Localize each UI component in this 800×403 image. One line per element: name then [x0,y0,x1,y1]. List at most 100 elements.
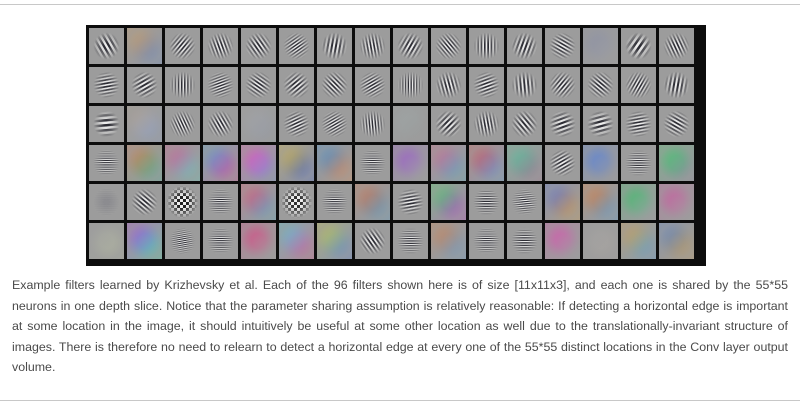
filter-thumbnail [317,106,352,142]
filter-thumbnail [241,67,276,103]
filter-thumbnail-graphic [469,184,504,220]
filter-thumbnail [659,223,694,259]
filter-thumbnail [355,145,390,181]
filter-thumbnail-graphic [393,67,428,103]
filter-thumbnail [393,184,428,220]
filter-thumbnail-graphic [279,67,314,103]
filter-thumbnail-graphic [469,223,504,259]
filter-thumbnail [659,145,694,181]
filter-thumbnail-graphic [431,67,466,103]
filter-thumbnail-graphic [241,145,276,181]
filter-thumbnail-graphic [165,67,200,103]
filter-thumbnail [393,67,428,103]
filter-thumbnail [545,67,580,103]
top-divider [0,4,800,5]
filter-thumbnail-graphic [127,145,162,181]
filter-thumbnail [431,145,466,181]
filter-thumbnail-graphic [583,145,618,181]
filter-thumbnail [241,223,276,259]
filter-thumbnail [241,106,276,142]
filter-thumbnail-graphic [165,223,200,259]
filter-thumbnail-graphic [241,28,276,64]
filter-thumbnail-graphic [507,145,542,181]
filter-thumbnail [393,106,428,142]
filter-thumbnail [583,28,618,64]
filter-thumbnail [279,223,314,259]
filter-thumbnail-graphic [659,184,694,220]
filter-thumbnail [279,67,314,103]
filter-thumbnail [165,67,200,103]
filter-thumbnail [659,106,694,142]
filter-thumbnail-graphic [507,184,542,220]
filter-thumbnail-graphic [317,184,352,220]
filter-thumbnail-graphic [127,106,162,142]
filter-thumbnail-graphic [393,145,428,181]
filter-thumbnail-graphic [165,184,200,220]
filter-thumbnail-graphic [621,184,656,220]
filter-thumbnail-graphic [545,223,580,259]
filter-thumbnail-graphic [165,106,200,142]
filter-thumbnail-graphic [279,106,314,142]
filter-thumbnail-graphic [279,145,314,181]
filter-thumbnail-graphic [431,28,466,64]
filter-thumbnail [279,106,314,142]
filter-thumbnail [89,223,124,259]
filter-thumbnail [89,28,124,64]
filter-thumbnail [317,28,352,64]
filter-thumbnail-graphic [355,67,390,103]
filter-thumbnail-graphic [621,67,656,103]
filter-thumbnail [431,223,466,259]
filter-thumbnail-graphic [545,184,580,220]
filter-thumbnail [621,145,656,181]
filter-thumbnail-graphic [89,145,124,181]
filter-thumbnail-graphic [393,184,428,220]
filter-thumbnail [621,223,656,259]
filter-thumbnail-graphic [431,184,466,220]
filter-thumbnail [469,106,504,142]
filter-thumbnail [469,145,504,181]
filter-thumbnail [507,28,542,64]
filter-thumbnail [89,106,124,142]
filter-thumbnail [545,223,580,259]
filter-thumbnail [165,106,200,142]
filter-thumbnail-graphic [317,67,352,103]
filter-thumbnail-graphic [203,184,238,220]
filter-thumbnail [203,67,238,103]
filter-thumbnail [469,67,504,103]
filter-thumbnail-graphic [545,106,580,142]
filter-thumbnail-graphic [469,28,504,64]
filter-thumbnail-graphic [393,223,428,259]
filter-thumbnail-graphic [393,28,428,64]
filter-thumbnail-graphic [545,145,580,181]
filter-thumbnail-graphic [317,28,352,64]
filter-thumbnail-graphic [203,223,238,259]
filter-thumbnail [317,184,352,220]
filter-thumbnail-graphic [127,223,162,259]
filter-thumbnail-graphic [621,145,656,181]
filter-grid-image [86,25,706,266]
filter-thumbnail-graphic [89,67,124,103]
filter-thumbnail-graphic [89,106,124,142]
filter-thumbnail [279,145,314,181]
filter-thumbnail-graphic [507,28,542,64]
filter-thumbnail [89,184,124,220]
filter-thumbnail [203,145,238,181]
filter-thumbnail-graphic [241,184,276,220]
filter-thumbnail-graphic [355,28,390,64]
filter-thumbnail-graphic [583,184,618,220]
filter-thumbnail [469,184,504,220]
filter-thumbnail [203,223,238,259]
filter-thumbnail-graphic [621,28,656,64]
filter-thumbnail [89,145,124,181]
filter-thumbnail [583,67,618,103]
filter-thumbnail-graphic [507,106,542,142]
filter-thumbnail-graphic [431,145,466,181]
filter-thumbnail [127,145,162,181]
filter-thumbnail [127,106,162,142]
filter-thumbnail [583,145,618,181]
filter-thumbnail [621,106,656,142]
filter-thumbnail [165,223,200,259]
filter-thumbnail [507,106,542,142]
filter-thumbnail [279,184,314,220]
filter-thumbnail-graphic [545,67,580,103]
